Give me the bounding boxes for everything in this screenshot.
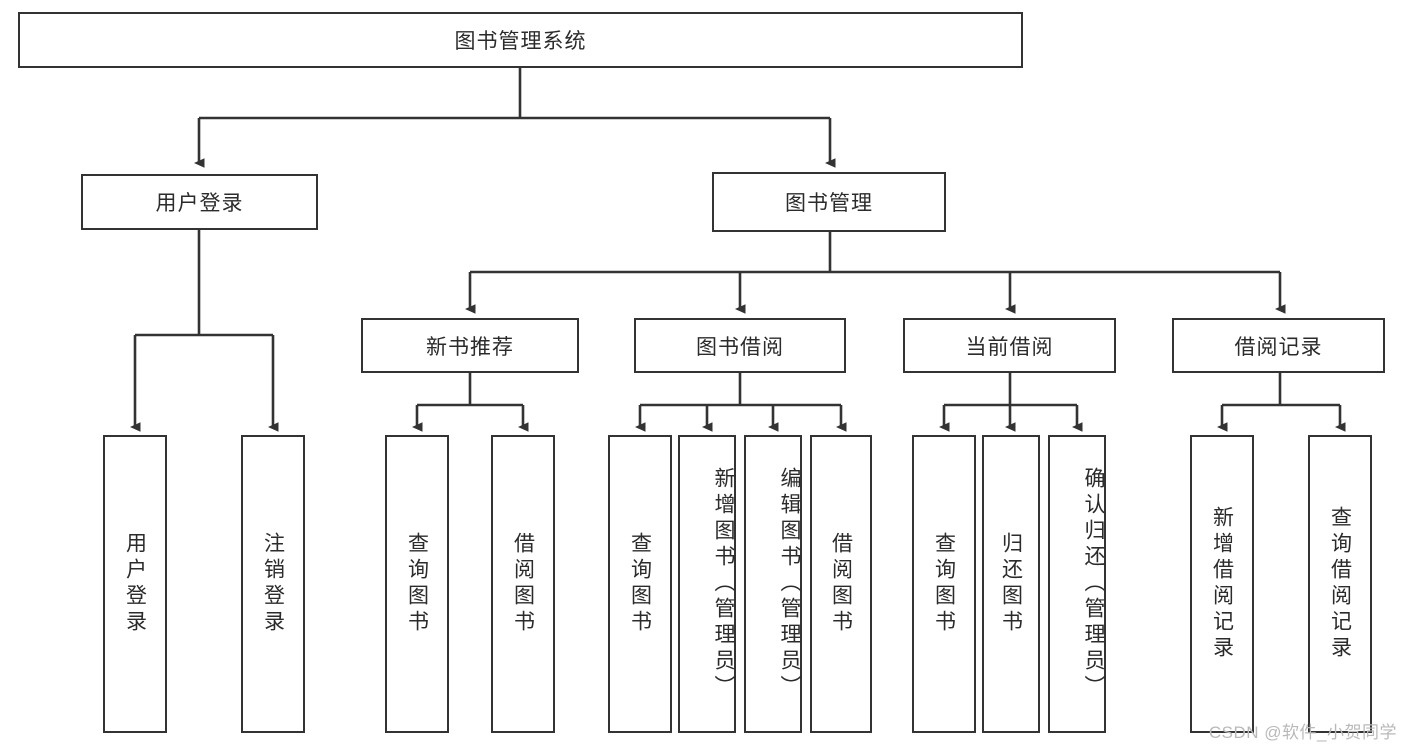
node-label: 归还图书 [999,532,1023,636]
node-new-book-recommend[interactable]: 新书推荐 [361,318,579,373]
leaf-return-book[interactable]: 归还图书 [982,435,1040,733]
node-book-borrow[interactable]: 图书借阅 [634,318,846,373]
leaf-query-book-2[interactable]: 查询图书 [608,435,672,733]
node-label: 查询图书 [405,532,429,636]
node-label: 借阅图书 [829,532,853,636]
leaf-confirm-return[interactable]: 确认归还（管理员） [1048,435,1106,733]
node-label: 图书管理 [785,192,873,215]
leaf-user-login[interactable]: 用户登录 [103,435,167,733]
csdn-watermark: CSDN @软件_小贺同学 [1208,723,1397,742]
node-label: 用户登录 [155,192,244,215]
leaf-logout-login[interactable]: 注销登录 [241,435,305,733]
node-label: 新增图书（管理员） [712,467,735,701]
node-label: 新增借阅记录 [1210,506,1234,662]
node-label: 图书管理系统 [454,30,587,53]
node-label: 借阅图书 [511,532,535,636]
node-label: 新书推荐 [426,335,514,359]
leaf-borrow-book-1[interactable]: 借阅图书 [491,435,555,733]
node-label: 注销登录 [261,532,285,636]
node-borrow-record[interactable]: 借阅记录 [1172,318,1385,373]
leaf-borrow-book-2[interactable]: 借阅图书 [810,435,872,733]
node-label: 确认归还（管理员） [1082,467,1105,701]
leaf-add-book[interactable]: 新增图书（管理员） [678,435,736,733]
leaf-query-book-1[interactable]: 查询图书 [385,435,449,733]
node-label: 当前借阅 [965,335,1054,359]
node-book-manage[interactable]: 图书管理 [712,172,946,232]
leaf-add-record[interactable]: 新增借阅记录 [1190,435,1254,733]
node-label: 编辑图书（管理员） [778,467,801,701]
node-label: 图书借阅 [696,335,784,359]
leaf-query-book-3[interactable]: 查询图书 [912,435,976,733]
node-label: 借阅记录 [1234,335,1323,359]
node-user-login[interactable]: 用户登录 [81,174,318,230]
node-current-borrow[interactable]: 当前借阅 [903,318,1116,373]
leaf-edit-book[interactable]: 编辑图书（管理员） [744,435,802,733]
node-label: 查询图书 [628,532,652,636]
node-label: 用户登录 [123,532,147,636]
node-book-management-system[interactable]: 图书管理系统 [18,12,1023,68]
leaf-query-record[interactable]: 查询借阅记录 [1308,435,1372,733]
node-label: 查询图书 [932,532,956,636]
node-label: 查询借阅记录 [1328,506,1352,662]
